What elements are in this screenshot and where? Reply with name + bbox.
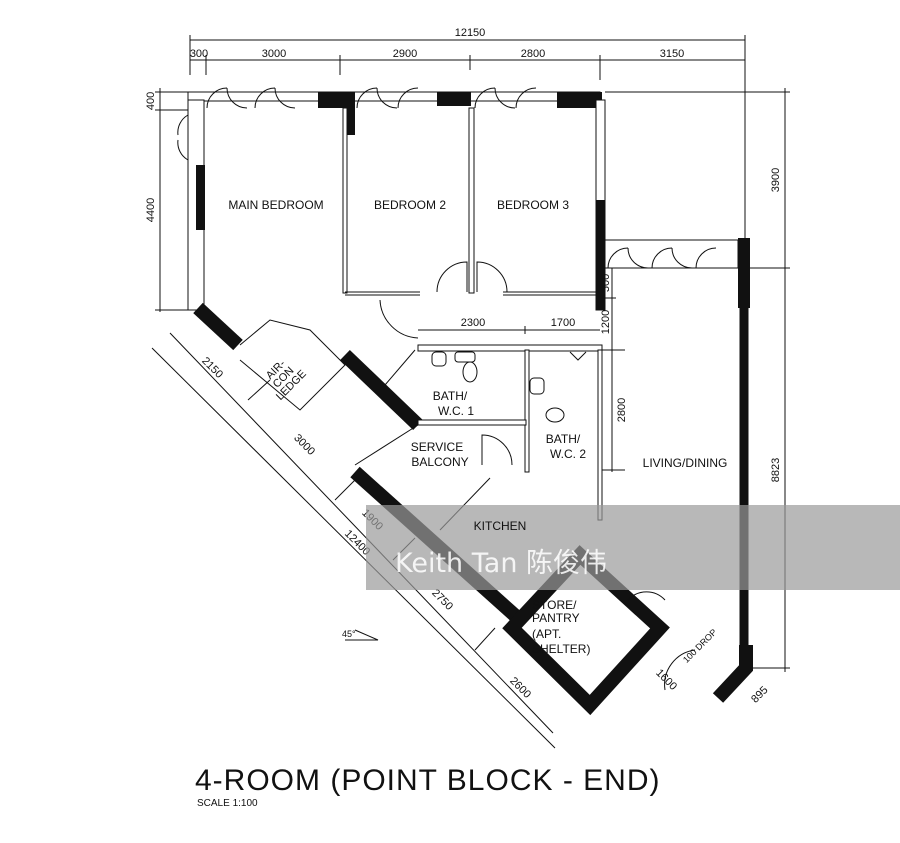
dim-diag-4: 2750 <box>429 587 455 613</box>
bathroom-fixtures <box>431 351 587 423</box>
plan-title: 4-ROOM (POINT BLOCK - END) <box>195 764 660 797</box>
dim-w3: 2900 <box>393 48 417 60</box>
dim-diag-2: 3000 <box>291 432 317 458</box>
room-kitchen: KITCHEN <box>474 519 527 533</box>
room-service-balcony-sub: BALCONY <box>411 455 468 469</box>
room-bedroom-2: BEDROOM 2 <box>374 198 446 212</box>
dim-w1: 300 <box>190 48 208 60</box>
dim-corner: 895 <box>749 684 770 705</box>
room-main-bedroom: MAIN BEDROOM <box>228 198 323 212</box>
dim-left-1: 400 <box>145 92 157 110</box>
dim-left-2: 4400 <box>145 198 157 222</box>
room-service-balcony: SERVICE <box>411 440 463 454</box>
dim-right-1: 3900 <box>770 168 782 192</box>
room-store-4: SHELTER) <box>532 642 590 656</box>
room-bath-2-sub: W.C. 2 <box>550 447 586 461</box>
dim-w4: 2800 <box>521 48 545 60</box>
walls <box>187 91 753 716</box>
room-store: STORE/ <box>532 598 577 612</box>
watermark-text: Keith Tan 陈俊伟 <box>395 548 607 579</box>
dim-bath-1: 2300 <box>461 317 485 329</box>
dim-door: 1600 <box>653 667 679 693</box>
dim-right-2: 8823 <box>770 458 782 482</box>
room-bath-1: BATH/ <box>433 389 468 403</box>
room-bath-2: BATH/ <box>546 432 581 446</box>
drop-note: 100 DROP <box>681 627 719 665</box>
room-store-2: PANTRY <box>532 611 580 625</box>
dim-w2: 3000 <box>262 48 286 60</box>
room-living-dining: LIVING/DINING <box>643 456 728 470</box>
dim-overall-width: 12150 <box>455 27 486 39</box>
dim-bath-2: 1700 <box>551 317 575 329</box>
plan-scale: SCALE 1:100 <box>197 798 258 809</box>
dim-w5: 3150 <box>660 48 684 60</box>
room-store-3: (APT. <box>532 627 561 641</box>
angle-note: 45° <box>342 629 356 639</box>
doors <box>177 87 717 691</box>
dim-diag-5: 2600 <box>507 675 533 701</box>
top-dimensions: 12150 300 3000 2900 2800 3150 <box>189 27 746 240</box>
room-bath-1-sub: W.C. 1 <box>438 404 474 418</box>
watermark: Keith Tan 陈俊伟 <box>366 505 900 590</box>
dim-inner-3: 2800 <box>616 398 628 422</box>
room-bedroom-3: BEDROOM 3 <box>497 198 569 212</box>
dim-inner-2: 1200 <box>600 310 612 334</box>
